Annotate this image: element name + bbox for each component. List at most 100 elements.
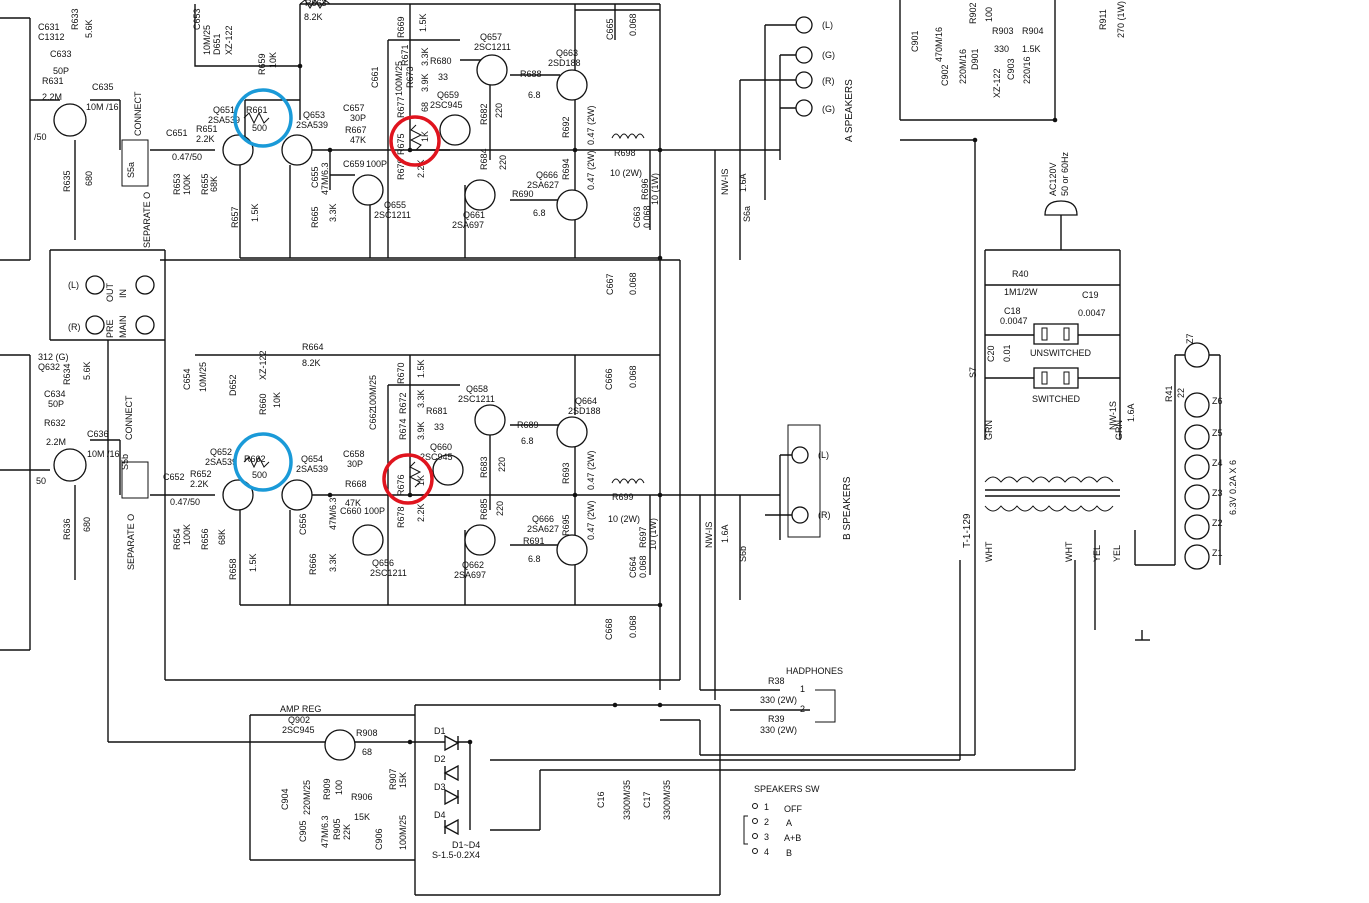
value-r671: 3.3K	[420, 47, 430, 66]
label-r39: R39	[768, 714, 785, 724]
value-r658: 1.5K	[248, 553, 258, 572]
label-q661: Q661	[463, 210, 485, 220]
value-r663: 8.2K	[304, 12, 323, 22]
switch-s5b-box	[121, 461, 149, 499]
sw-ab: A+B	[784, 833, 801, 843]
type-q660: 2SC945	[420, 452, 453, 462]
label-r673: R673	[405, 66, 415, 88]
transistor-q668	[556, 534, 588, 566]
label-r683: R683	[479, 456, 489, 478]
transistor-q658	[474, 404, 506, 436]
yel-1: YEL	[1092, 545, 1102, 562]
value-c665: 0.068	[628, 13, 638, 36]
switch-s6a: S6a	[742, 206, 752, 222]
value-c904: 220M/25	[302, 780, 312, 815]
label-c664: C664	[628, 556, 638, 578]
label-z7: Z7	[1185, 333, 1195, 344]
value-r655: 68K	[209, 176, 219, 192]
transistor-q662	[464, 524, 496, 556]
trimmer-r661	[243, 111, 270, 125]
label-r663: R663	[305, 0, 327, 8]
label-c667: C667	[605, 273, 615, 295]
speaker-b-block	[787, 424, 821, 538]
value-c666: 0.068	[628, 365, 638, 388]
label-r688: R688	[520, 69, 542, 79]
label-r666: R666	[308, 553, 318, 575]
label-d901: D901	[970, 48, 980, 70]
value-r902: 100	[984, 7, 994, 22]
label-c668: C668	[604, 618, 614, 640]
label-r904: R904	[1022, 26, 1044, 36]
label-c906: C906	[374, 828, 384, 850]
sw-p3: 3	[764, 832, 769, 842]
transistor-q664	[556, 416, 588, 448]
label-r656: R656	[200, 528, 210, 550]
reg-title: AMP REG	[280, 704, 321, 714]
label-z5: Z5	[1212, 428, 1223, 438]
transistor-q654	[281, 479, 313, 511]
separate-top: SEPARATE O	[142, 192, 152, 248]
value-r905: 22K	[342, 824, 352, 840]
jack-r: (R)	[68, 322, 81, 332]
value-r682: 220	[494, 103, 504, 118]
label-q666: Q666	[536, 170, 558, 180]
value-r662: 500	[252, 470, 267, 480]
label-d2: D2	[434, 754, 446, 764]
speaker-a-l: (L)	[822, 20, 833, 30]
value-r691: 6.8	[528, 554, 541, 564]
highlight-red-r676	[382, 453, 434, 505]
label-r681: R681	[426, 406, 448, 416]
lamp-z3	[1184, 484, 1210, 510]
value-r688: 6.8	[528, 90, 541, 100]
value-r668: 47K	[345, 498, 361, 508]
type-q666: 2SA627	[527, 180, 559, 190]
value-r656: 68K	[217, 529, 227, 545]
value-c636: 10M /16	[87, 449, 120, 459]
label-r662: R662	[244, 454, 266, 464]
label-r696: R696	[640, 178, 650, 200]
label-r651: R651	[196, 124, 218, 134]
speaker-a-g2: (G)	[822, 104, 835, 114]
separate-bot: SEPARATE O	[126, 514, 136, 570]
label-d1: D1	[434, 726, 446, 736]
lamp-spec: 6.3V 0.2A X 6	[1228, 460, 1238, 515]
value-c668: 0.068	[628, 615, 638, 638]
transformer-primary	[984, 476, 1114, 483]
input-switches: CONNECT SEPARATE O S5a CONNECT SEPARATE …	[68, 91, 155, 570]
label-r690: R690	[512, 189, 534, 199]
label-d4: D4	[434, 810, 446, 820]
label-c659: C659	[343, 159, 365, 169]
label-c16: C16	[596, 791, 606, 808]
lamp-z6	[1184, 392, 1210, 418]
value-r660: 10K	[272, 392, 282, 408]
label-r903: R903	[992, 26, 1014, 36]
label-c665: C665	[605, 18, 615, 40]
outlet-unswitched	[1033, 323, 1079, 345]
value-r678: 2.2K	[416, 503, 426, 522]
amp-regulator: AMP REG Q902 2SC945 R908 68 R909 100 R90…	[280, 704, 408, 850]
label-r41: R41	[1164, 385, 1174, 402]
value-r633: 5.6K	[84, 19, 94, 38]
value-r634: 5.6K	[82, 361, 92, 380]
speaker-a-title: A SPEAKERS	[844, 79, 855, 142]
transistor-q661	[464, 179, 496, 211]
type-q654: 2SA539	[296, 464, 328, 474]
highlight-blue-r661	[233, 88, 293, 148]
type-q661: 2SA697	[452, 220, 484, 230]
transistor-q655	[352, 174, 384, 206]
label-q632: Q632	[38, 362, 60, 372]
label-r664: R664	[302, 342, 324, 352]
value-c17: 3300M/35	[662, 780, 672, 820]
fuse-main-val: 1.6A	[1126, 403, 1136, 422]
value-50a: /50	[34, 132, 47, 142]
value-c903: 220/16	[1022, 56, 1032, 84]
value-r694: 0.47 (2W)	[586, 150, 596, 190]
label-r669: R669	[396, 16, 406, 38]
type-d652: XZ-122	[258, 350, 268, 380]
label-q657: Q657	[480, 32, 502, 42]
value-r683: 220	[497, 457, 507, 472]
label-c652: C652	[163, 472, 185, 482]
label-r38: R38	[768, 676, 785, 686]
label-c634: C634	[44, 389, 66, 399]
switch-s5a-box	[121, 139, 149, 187]
